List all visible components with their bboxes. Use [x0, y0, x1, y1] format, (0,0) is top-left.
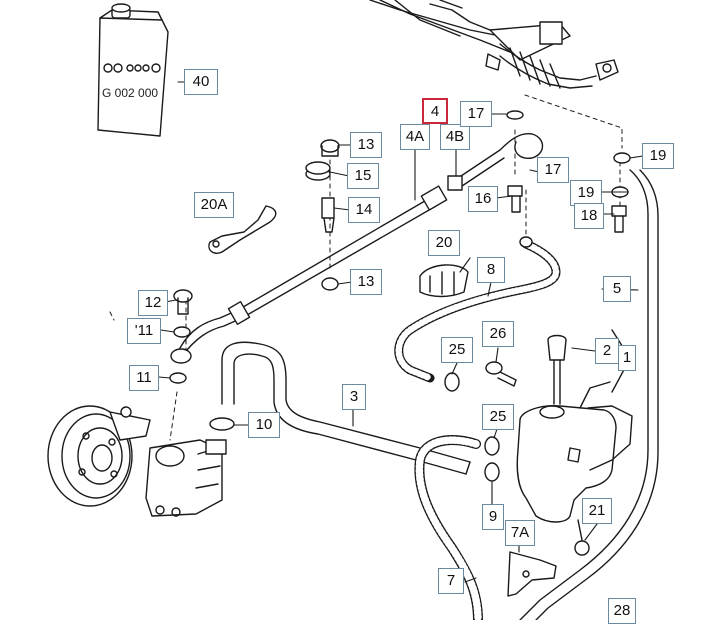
callout-25-lower[interactable]: 25 [482, 404, 514, 430]
callout-19-right[interactable]: 19 [642, 143, 674, 169]
callout-7a[interactable]: 7A [505, 520, 535, 546]
callout-16[interactable]: 16 [468, 186, 498, 212]
callout-18[interactable]: 18 [574, 203, 604, 229]
hydraulic-fluid-can: G 002 000 [97, 3, 169, 137]
callout-26[interactable]: 26 [482, 321, 514, 347]
banjo-bolts [169, 110, 631, 384]
callout-17-upper[interactable]: 17 [460, 101, 492, 127]
steering-pump [47, 405, 235, 517]
can-part-code: G 002 000 [102, 86, 158, 100]
callout-11-lower[interactable]: 11 [129, 365, 159, 391]
callout-17-lower[interactable]: 17 [537, 157, 569, 183]
bracket-20a [208, 205, 277, 254]
callout-13-upper[interactable]: 13 [350, 132, 382, 158]
callout-14[interactable]: 14 [348, 197, 380, 223]
callout-21[interactable]: 21 [582, 498, 612, 524]
fluid-reservoir [516, 329, 633, 556]
callout-4[interactable]: 4 [422, 98, 448, 124]
callout-12[interactable]: 12 [138, 290, 168, 316]
callout-19-left[interactable]: 19 [570, 180, 602, 206]
clamp-20 [419, 264, 469, 298]
callout-13-lower[interactable]: 13 [350, 269, 382, 295]
line-3 [221, 341, 471, 475]
callout-4a[interactable]: 4A [400, 124, 430, 150]
callout-11-upper[interactable]: '11 [127, 318, 161, 344]
callout-28[interactable]: 28 [608, 598, 636, 624]
callout-8[interactable]: 8 [477, 257, 505, 283]
callout-leaders [158, 81, 644, 583]
callout-20a[interactable]: 20A [194, 192, 234, 218]
callout-4b[interactable]: 4B [440, 124, 470, 150]
return-hose-8 [394, 236, 561, 383]
callout-5[interactable]: 5 [603, 276, 631, 302]
callout-40[interactable]: 40 [184, 69, 218, 95]
steering-rack [369, 0, 619, 89]
bracket-7a [507, 551, 557, 597]
line-5 [519, 169, 659, 620]
hose-clamps [444, 372, 500, 482]
callout-9[interactable]: 9 [482, 504, 504, 530]
pressure-hose [179, 133, 544, 357]
callout-2[interactable]: 2 [595, 338, 619, 364]
callout-7[interactable]: 7 [438, 568, 464, 594]
callout-10[interactable]: 10 [248, 412, 280, 438]
callout-1[interactable]: 1 [618, 345, 636, 371]
bolt-26 [485, 361, 517, 387]
callout-3[interactable]: 3 [342, 384, 366, 410]
callout-15[interactable]: 15 [347, 163, 379, 189]
callout-20[interactable]: 20 [428, 230, 460, 256]
callout-25-upper[interactable]: 25 [441, 337, 473, 363]
